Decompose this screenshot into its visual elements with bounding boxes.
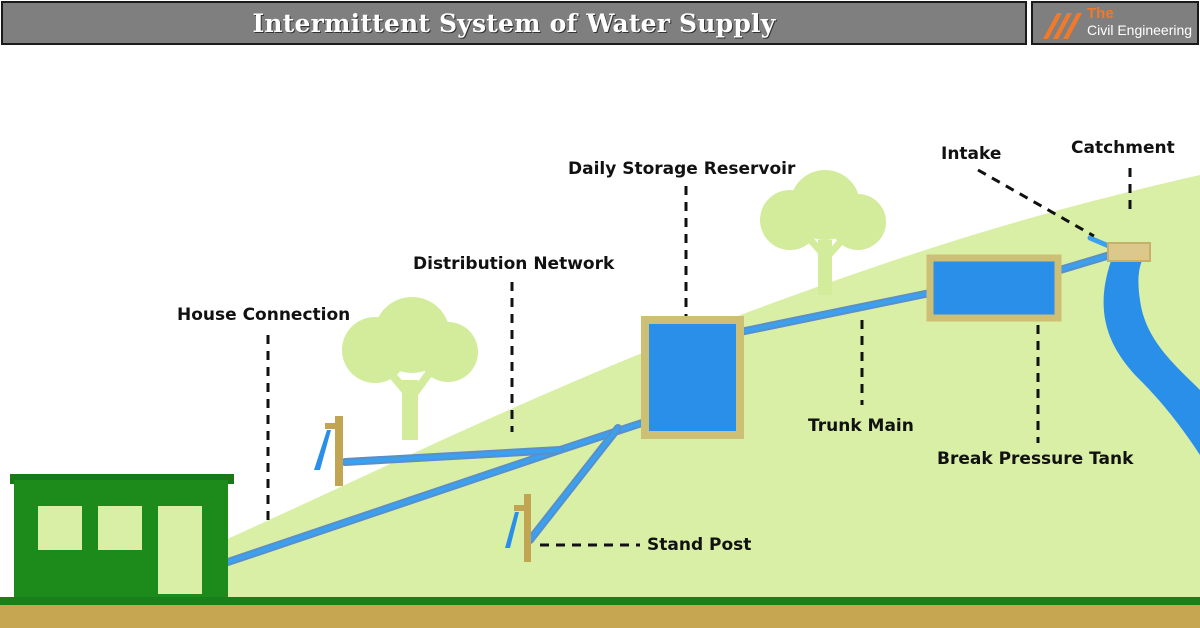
break-pressure-tank: [926, 254, 1062, 322]
page-title: Intermittent System of Water Supply: [252, 8, 776, 38]
label-stand-post: Stand Post: [647, 535, 751, 555]
label-daily-storage-reservoir: Daily Storage Reservoir: [568, 159, 796, 179]
logo-line2: Civil Engineering: [1087, 22, 1193, 38]
stand-post-tap: [505, 494, 531, 562]
label-intake: Intake: [941, 144, 1001, 164]
label-break-pressure-tank: Break Pressure Tank: [937, 449, 1134, 469]
label-distribution-network: Distribution Network: [413, 254, 615, 274]
label-catchment: Catchment: [1071, 138, 1175, 158]
house-connection-tap: [314, 416, 343, 486]
label-trunk-main: Trunk Main: [808, 416, 914, 436]
ground-strip: [0, 597, 1200, 605]
logo-line1: The: [1087, 5, 1114, 22]
title-bar: Intermittent System of Water Supply: [1, 1, 1027, 45]
label-house-connection: House Connection: [177, 305, 350, 325]
tree-right: [760, 170, 886, 295]
leader-lines: [266, 168, 1132, 547]
leader-intake: [977, 168, 1095, 238]
tree-left: [342, 297, 478, 440]
ground: [0, 605, 1200, 628]
logo: The Civil Engineering: [1031, 1, 1199, 45]
river: [1103, 250, 1200, 455]
house: [10, 474, 234, 600]
daily-storage-reservoir-tank: [641, 316, 744, 439]
logo-stripes-icon: [1043, 13, 1082, 39]
catchment-box: [1107, 242, 1151, 262]
